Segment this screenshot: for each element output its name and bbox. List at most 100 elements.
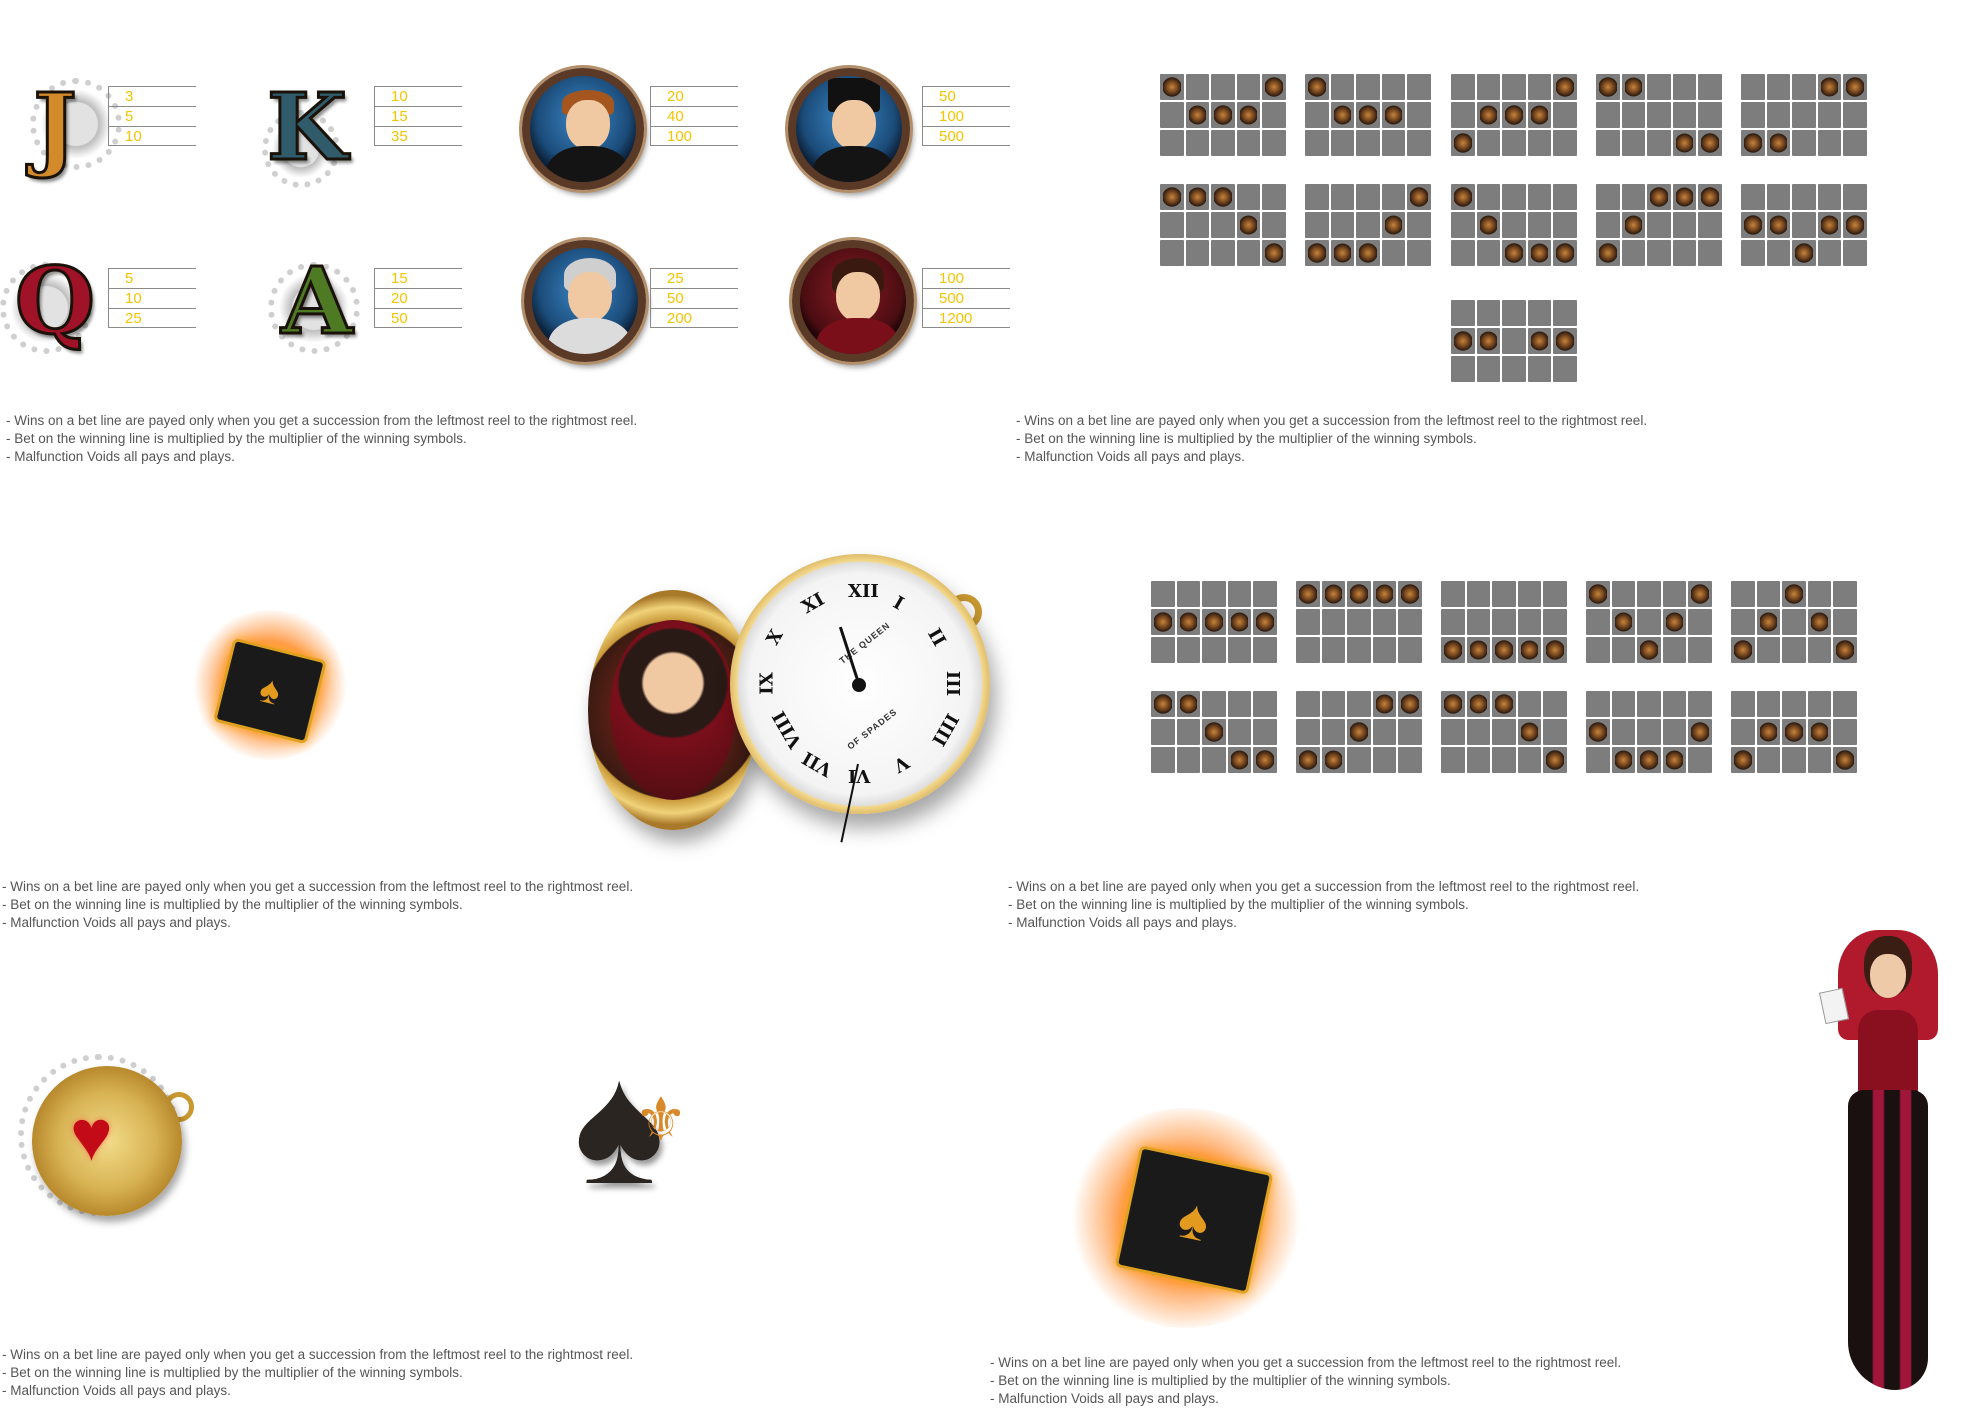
- payline-cell: [1330, 130, 1355, 156]
- payline-cell: [1492, 719, 1516, 745]
- payline-cell: [1227, 637, 1252, 663]
- rules-note: - Wins on a bet line are payed only when…: [2, 1346, 633, 1400]
- watch-numeral: III: [942, 670, 964, 697]
- payline-cell-active: [1451, 328, 1475, 354]
- payline-cell-active: [1527, 328, 1552, 354]
- payline-cell-active: [1833, 747, 1857, 773]
- payline-cell-active: [1236, 102, 1261, 128]
- payline-cell: [1807, 637, 1832, 663]
- payline-cell: [1596, 130, 1620, 156]
- pay-value: 100: [922, 268, 1010, 288]
- pay-table-gentleman: 20 40 100: [650, 86, 738, 146]
- payline-grid: [1586, 691, 1712, 773]
- payline-cell: [1621, 130, 1646, 156]
- payline-cell: [1782, 691, 1806, 717]
- payline-cell: [1176, 581, 1201, 607]
- payline-cell: [1262, 184, 1286, 210]
- payline-cell: [1151, 637, 1175, 663]
- pay-table-old-lady: 25 50 200: [650, 268, 738, 328]
- payline-cell: [1527, 356, 1552, 382]
- payline-cell-active: [1741, 212, 1765, 238]
- payline-cell: [1553, 102, 1577, 128]
- payline-cell: [1381, 240, 1406, 266]
- payline-cell-active: [1792, 240, 1816, 266]
- payline-cell: [1160, 212, 1184, 238]
- corset: [1858, 1010, 1918, 1100]
- payline-cell-active: [1782, 581, 1806, 607]
- payline-cell: [1305, 212, 1329, 238]
- payline-grid: [1305, 74, 1431, 156]
- payline-cell-active: [1817, 74, 1842, 100]
- payline-cell: [1372, 719, 1397, 745]
- payline-cell: [1227, 581, 1252, 607]
- payline-cell-active: [1321, 747, 1346, 773]
- payline-cell-active: [1492, 691, 1516, 717]
- payline-cell: [1792, 184, 1816, 210]
- rules-line: - Malfunction Voids all pays and plays.: [2, 1383, 231, 1398]
- payline-cell-active: [1502, 102, 1526, 128]
- pay-value: 15: [374, 106, 462, 126]
- scatter-card-large: ♠: [1066, 1108, 1306, 1328]
- payline-cell-active: [1766, 130, 1791, 156]
- payline-cell-active: [1596, 74, 1620, 100]
- rules-line: - Wins on a bet line are payed only when…: [1008, 879, 1640, 894]
- payline-cell-active: [1586, 581, 1610, 607]
- payline-cell: [1305, 130, 1329, 156]
- payline-cell: [1347, 691, 1371, 717]
- payline-cell: [1407, 212, 1431, 238]
- payline-cell: [1731, 719, 1755, 745]
- payline-cell: [1262, 212, 1286, 238]
- watch-numeral: IX: [756, 672, 778, 695]
- payline-cell: [1202, 747, 1226, 773]
- payline-cell: [1637, 581, 1661, 607]
- watch-numeral: VII: [798, 746, 836, 780]
- payline-cell-active: [1227, 747, 1252, 773]
- pay-value: 3: [108, 86, 196, 106]
- payline-cell: [1843, 130, 1867, 156]
- payline-cell-active: [1211, 184, 1235, 210]
- payline-cell-active: [1527, 102, 1552, 128]
- payline-cell: [1492, 747, 1516, 773]
- payline-cell: [1741, 240, 1765, 266]
- rules-line: - Malfunction Voids all pays and plays.: [6, 449, 235, 464]
- payline-cell: [1741, 102, 1765, 128]
- payline-cell: [1517, 747, 1542, 773]
- payline-cell-active: [1236, 212, 1261, 238]
- payline-cell: [1596, 212, 1620, 238]
- symbol-j: J: [0, 72, 110, 183]
- watch-numeral: VIII: [769, 707, 807, 752]
- pay-table-a: 15 20 50: [374, 268, 462, 328]
- payline-cell-active: [1647, 184, 1671, 210]
- payline-cell: [1637, 719, 1661, 745]
- payline-cell: [1543, 691, 1567, 717]
- payline-cell: [1611, 691, 1636, 717]
- payline-cell-active: [1441, 637, 1465, 663]
- payline-cell: [1792, 74, 1816, 100]
- payline-cell-active: [1151, 609, 1175, 635]
- payline-cell-active: [1688, 719, 1712, 745]
- payline-cell: [1441, 719, 1465, 745]
- watch-numeral: II: [922, 624, 950, 651]
- payline-grid: [1731, 691, 1857, 773]
- payline-cell: [1476, 184, 1501, 210]
- payline-cell: [1381, 184, 1406, 210]
- payline-cell-active: [1262, 74, 1286, 100]
- payline-cell: [1347, 637, 1371, 663]
- payline-cell: [1792, 130, 1816, 156]
- payline-cell: [1296, 719, 1320, 745]
- pay-value: 5: [108, 268, 196, 288]
- payline-cell: [1451, 102, 1475, 128]
- payline-cell: [1441, 747, 1465, 773]
- payline-grid: [1451, 74, 1577, 156]
- payline-grid: [1596, 74, 1722, 156]
- pay-table-magician: 50 100 500: [922, 86, 1010, 146]
- payline-cell: [1596, 102, 1620, 128]
- payline-cell-active: [1451, 130, 1475, 156]
- payline-cell: [1647, 212, 1671, 238]
- payline-cell: [1756, 637, 1781, 663]
- payline-cell: [1698, 240, 1722, 266]
- payline-cell: [1451, 240, 1475, 266]
- payline-cell-active: [1202, 609, 1226, 635]
- payline-cell-active: [1756, 719, 1781, 745]
- rules-line: - Wins on a bet line are payed only when…: [1016, 413, 1648, 428]
